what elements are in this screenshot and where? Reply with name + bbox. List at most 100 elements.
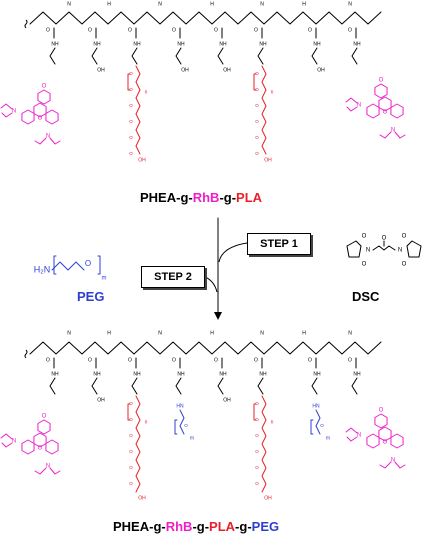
pla-chain — [261, 65, 267, 155]
ethyl — [379, 131, 392, 139]
xanthene-oxygen: O — [38, 446, 43, 452]
carbonyl-o: O — [402, 234, 407, 240]
ethyl — [394, 461, 406, 469]
pla-oxygen: O — [129, 481, 133, 486]
ethyl — [49, 467, 61, 475]
amide-nh: NH — [93, 371, 101, 377]
amide-oxygen: O — [254, 357, 258, 363]
amine-n-left: N — [12, 109, 16, 115]
pla-chain — [135, 65, 141, 155]
amide-nh: NH — [219, 371, 227, 377]
pla-repeat-n: n — [271, 419, 274, 425]
pla-oxygen: O — [129, 449, 133, 454]
amide-oxygen: O — [348, 357, 352, 363]
xanthene-ring-left — [21, 109, 35, 125]
pla-oxygen: O — [255, 433, 259, 438]
label-phea: PHEA-g- — [140, 190, 193, 205]
xanthene-oxygen: O — [383, 110, 388, 116]
carbonyl-o: O — [362, 234, 367, 240]
ethyl — [345, 427, 358, 434]
amide-oxygen: O — [214, 357, 218, 363]
backbone-nitrogen: H — [107, 1, 111, 7]
ethyl-linker — [131, 47, 138, 65]
label-rhb: RhB — [192, 190, 220, 205]
ethyl-linker — [49, 47, 56, 65]
label-phea-2: PHEA-g- — [113, 519, 166, 534]
dsc-carbonate-o: O — [382, 236, 387, 242]
xanthene-oxygen: O — [38, 116, 43, 122]
hydroxyl: OH — [97, 67, 105, 73]
dsc-n-left: N — [366, 248, 370, 254]
step2-curve — [202, 275, 218, 293]
ester-oxygen: O — [42, 84, 47, 90]
pla-oxygen: O — [255, 481, 259, 486]
pla-chain — [135, 395, 141, 493]
amine-n-left: N — [357, 433, 361, 439]
pla-oxygen: O — [129, 151, 133, 156]
amide-nh: NH — [259, 371, 267, 377]
benzoate-ring — [374, 413, 388, 429]
amide-oxygen: O — [128, 27, 132, 33]
pla-oxygen: O — [255, 119, 259, 124]
xanthene-ring-left — [21, 439, 35, 455]
carbonyl-o: O — [402, 262, 407, 268]
xanthene-ring-center — [33, 432, 47, 448]
amide-nh: NH — [313, 371, 321, 377]
ester-oxygen: O — [379, 78, 384, 84]
backbone-nitrogen: H — [210, 1, 214, 7]
pla-repeat-n: n — [271, 89, 274, 95]
label-g-3: -g- — [235, 519, 252, 534]
xanthene-oxygen: O — [383, 440, 388, 446]
pla-terminal-oh: OH — [264, 157, 272, 163]
amide-oxygen: O — [46, 27, 50, 33]
backbone-chain — [29, 341, 382, 355]
amide-oxygen: O — [46, 357, 50, 363]
top-polymer-name: PHEA-g-RhB-g-PLA — [140, 190, 262, 205]
ethyl — [346, 436, 358, 442]
chain-end-wavy — [24, 349, 28, 359]
backbone-nitrogen: N — [260, 330, 264, 336]
xanthene-ring-center — [378, 426, 392, 442]
peg-label: PEG — [77, 289, 105, 304]
hydroxyl: OH — [223, 67, 231, 73]
hydroxyl: OH — [181, 67, 189, 73]
amide-oxygen: O — [308, 27, 312, 33]
dsc-n-right: N — [398, 248, 402, 254]
peg-formula-h2n: H₂N — [34, 264, 51, 274]
pla-oxygen: O — [255, 401, 259, 406]
peg-repeat-m: m — [326, 435, 330, 441]
ethyl — [34, 137, 47, 145]
amide-nh: NH — [353, 371, 361, 377]
carbonyl-o: O — [362, 262, 367, 268]
backbone-nitrogen: H — [210, 330, 214, 336]
bottom-polymer-name: PHEA-g-RhB-g-PLA-g-PEG — [113, 519, 279, 534]
amine-n-right: N — [46, 134, 50, 140]
amine-n-right: N — [391, 128, 395, 134]
pla-oxygen: O — [255, 417, 259, 422]
pla-oxygen: O — [255, 465, 259, 470]
pla-oxygen: O — [255, 87, 259, 92]
ethyl-linker — [175, 377, 182, 395]
step2-box: STEP 2 — [141, 266, 205, 288]
ethyl-linker — [91, 47, 98, 65]
amide-nh: NH — [51, 41, 59, 47]
pla-oxygen: O — [129, 417, 133, 422]
pla-oxygen: O — [129, 103, 133, 108]
step1-curve — [218, 242, 248, 263]
pla-chain — [261, 395, 267, 493]
pla-oxygen: O — [255, 449, 259, 454]
pla-oxygen: O — [255, 103, 259, 108]
ethyl-linker — [175, 47, 182, 65]
label-g: -g- — [219, 190, 237, 205]
backbone-nitrogen: N — [158, 330, 162, 336]
peg-oxygen: O — [184, 423, 188, 428]
amide-oxygen: O — [254, 27, 258, 33]
ethyl-linker — [91, 377, 98, 395]
pla-oxygen: O — [129, 71, 133, 76]
ethyl — [1, 112, 13, 118]
backbone-chain — [29, 11, 382, 25]
label-pla: PLA — [236, 190, 263, 205]
ethyl — [1, 442, 13, 448]
dsc-carbonate-link — [372, 245, 396, 251]
ester-oxygen: O — [42, 414, 47, 420]
